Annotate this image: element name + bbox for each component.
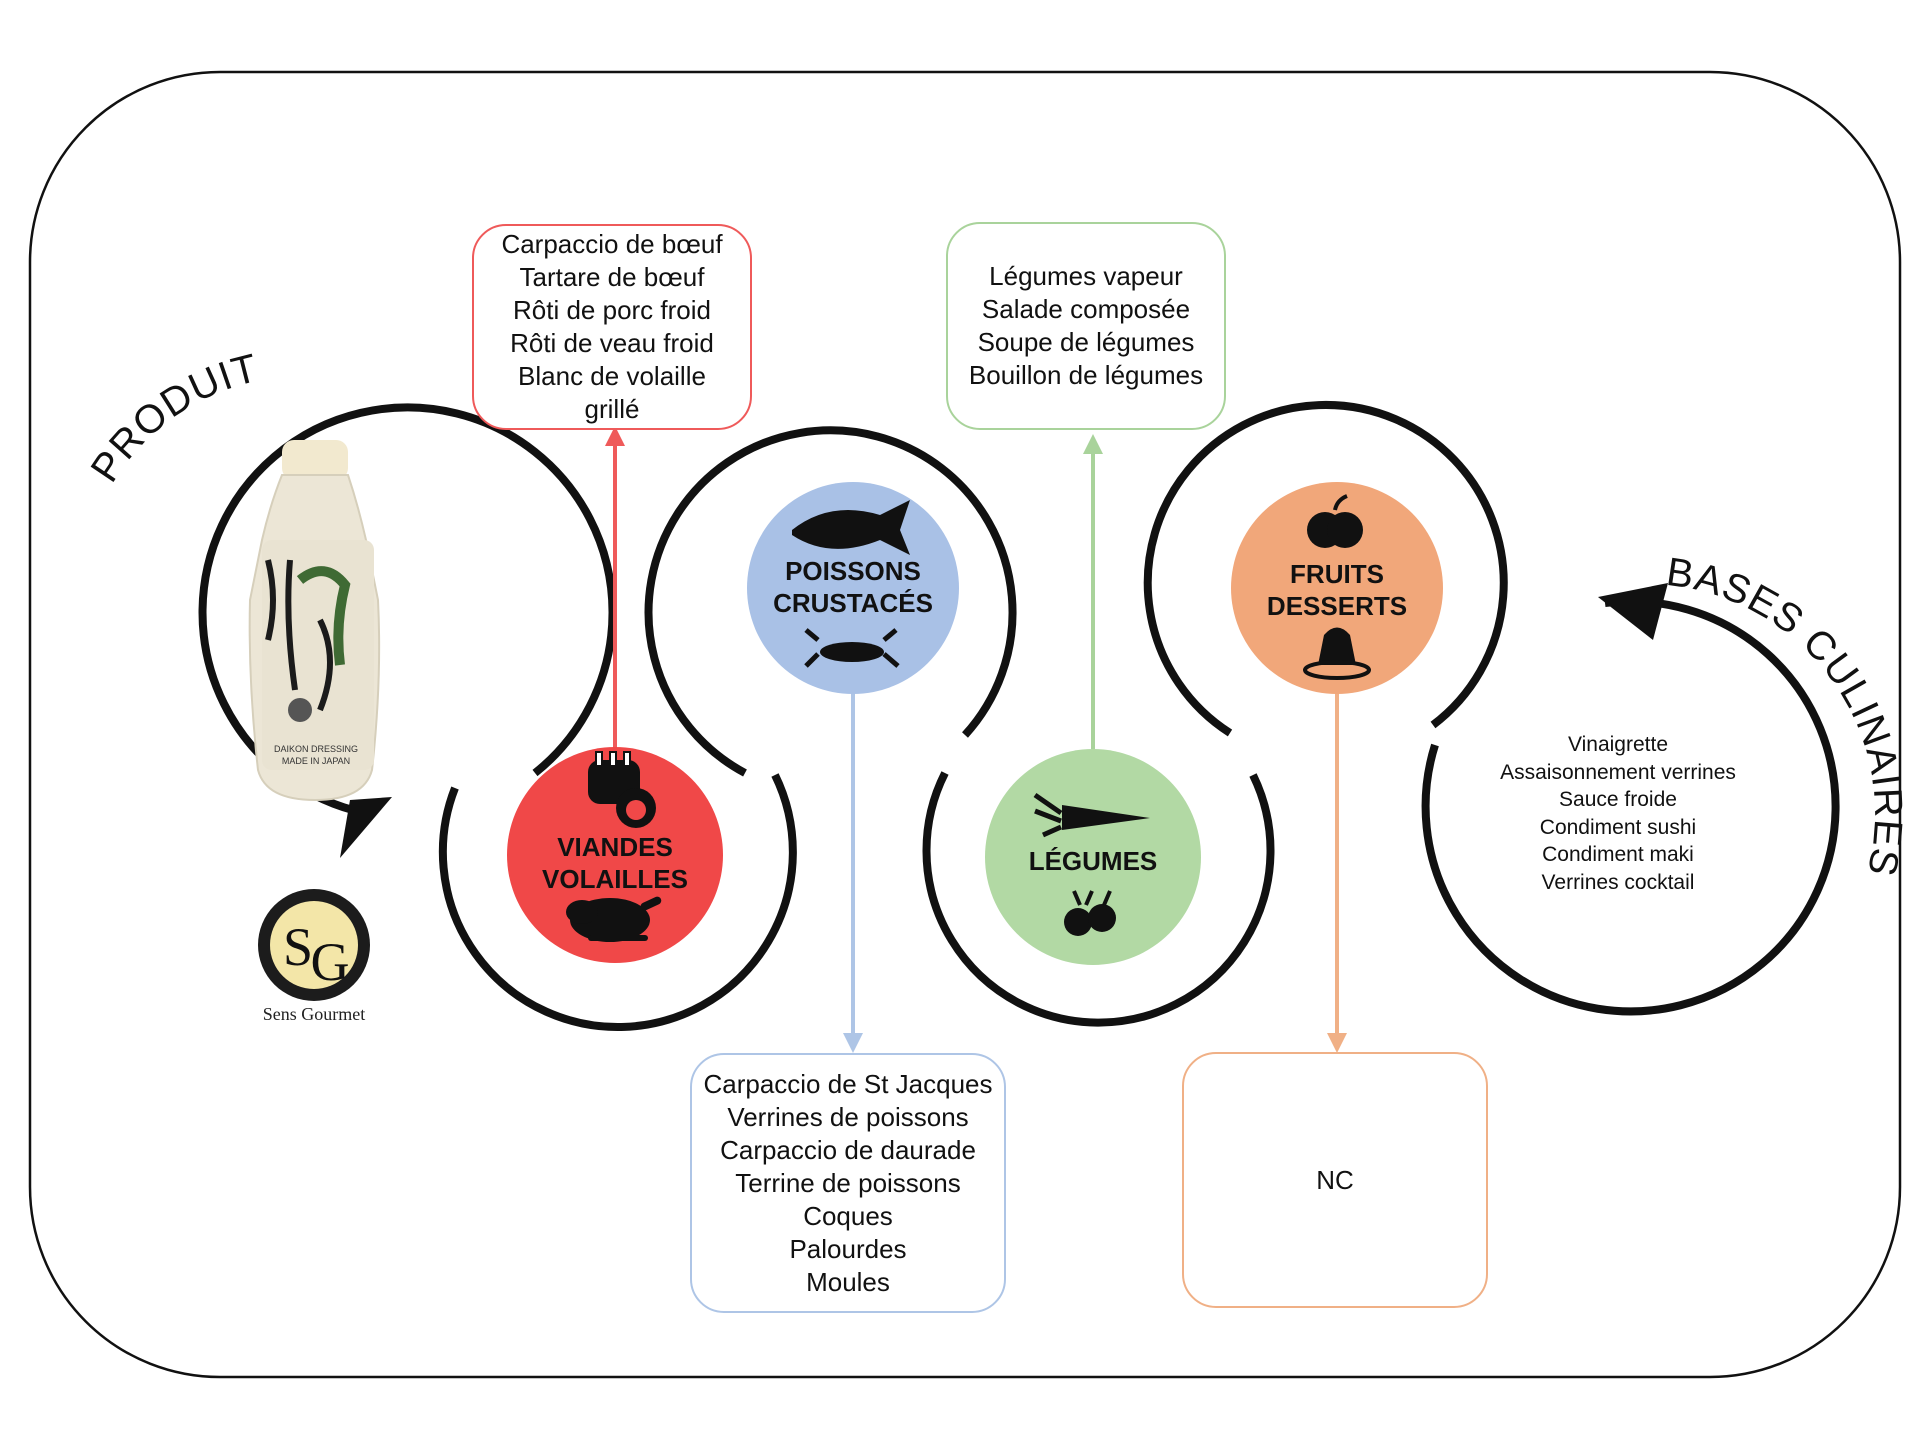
- viandes-label-2: VOLAILLES: [542, 864, 688, 894]
- bases-item: Verrines cocktail: [1541, 870, 1695, 894]
- svg-text:DAIKON DRESSING: DAIKON DRESSING: [274, 744, 358, 754]
- box-line: Coques: [803, 1200, 893, 1231]
- bases-item: Sauce froide: [1559, 788, 1677, 811]
- connector-arrows: [605, 426, 1347, 1053]
- fish-icon: [792, 500, 910, 555]
- radish-icon: [1064, 890, 1116, 936]
- bases-item: Vinaigrette: [1567, 733, 1669, 756]
- box-line: Rôti de veau froid: [510, 328, 714, 358]
- fruits-label-1: FRUITS: [1290, 559, 1384, 589]
- meat-icon: [588, 751, 656, 828]
- svg-text:G: G: [311, 932, 350, 992]
- carrot-icon: [1033, 792, 1150, 838]
- poissons-label-1: POISSONS: [785, 556, 921, 586]
- outer-frame: [28, 70, 1902, 1379]
- produit-circle: [198, 403, 617, 817]
- apple-icon: [1307, 494, 1363, 548]
- fruits-box: NC: [1182, 1052, 1488, 1308]
- viandes-label-1: VIANDES: [557, 832, 673, 862]
- circle-poissons: [644, 426, 1017, 777]
- box-line: Terrine de poissons: [735, 1167, 961, 1198]
- circle-bases: [1421, 597, 1840, 1016]
- produit-arrow-head: [340, 797, 392, 858]
- roast-chicken-icon: [566, 896, 662, 942]
- box-line: Légumes vapeur: [989, 261, 1183, 291]
- svg-text:S: S: [283, 917, 313, 977]
- box-line: Tartare de bœuf: [519, 262, 705, 292]
- box-line: Rôti de porc froid: [513, 295, 711, 325]
- bases-culinaires-list: Vinaigrette Assaisonnement verrines Sauc…: [1480, 731, 1756, 896]
- box-line: Soupe de légumes: [977, 327, 1195, 357]
- category-legumes: LÉGUMES: [985, 749, 1201, 965]
- product-bottle-image: DAIKON DRESSING MADE IN JAPAN: [248, 440, 381, 802]
- pudding-icon: [1303, 627, 1371, 680]
- bases-item: Condiment sushi: [1539, 815, 1697, 839]
- svg-text:MADE IN JAPAN: MADE IN JAPAN: [282, 756, 350, 766]
- lobster-icon: [804, 628, 900, 668]
- produit-label: PRODUIT: [83, 346, 263, 490]
- box-line: Carpaccio de daurade: [720, 1134, 976, 1165]
- bases-item: Assaisonnement verrines: [1500, 760, 1736, 784]
- box-line: Verrines de poissons: [727, 1101, 969, 1132]
- category-fruits: FRUITS DESSERTS: [1231, 482, 1443, 694]
- sens-gourmet-logo: S G Sens Gourmet: [258, 889, 370, 1024]
- viandes-box: Carpaccio de bœuf Tartare de bœuf Rôti d…: [472, 224, 752, 430]
- category-poissons: POISSONS CRUSTACÉS: [747, 482, 959, 694]
- legumes-box: Légumes vapeur Salade composée Soupe de …: [946, 222, 1226, 430]
- flow-circles: [198, 400, 1840, 1031]
- bases-arrow-head: [1598, 583, 1668, 640]
- circle-fruits: [1143, 400, 1508, 737]
- box-line: grillé: [584, 394, 640, 424]
- brand-name: Sens Gourmet: [263, 1004, 366, 1024]
- legumes-label: LÉGUMES: [1029, 846, 1158, 876]
- circle-legumes: [922, 771, 1275, 1027]
- box-line: Salade composée: [981, 294, 1191, 324]
- poissons-label-2: CRUSTACÉS: [773, 588, 933, 618]
- box-line: Bouillon de légumes: [968, 360, 1204, 390]
- box-line: Carpaccio de bœuf: [501, 229, 723, 259]
- box-line: Carpaccio de St Jacques: [703, 1068, 993, 1099]
- box-line: Moules: [806, 1266, 890, 1297]
- box-line: NC: [1316, 1164, 1354, 1195]
- circle-viandes: [438, 773, 797, 1031]
- box-line: Blanc de volaille: [518, 361, 706, 391]
- bases-item: Condiment maki: [1542, 843, 1694, 866]
- poissons-box: Carpaccio de St Jacques Verrines de pois…: [690, 1053, 1006, 1313]
- fruits-label-2: DESSERTS: [1267, 591, 1407, 621]
- category-viandes: VIANDES VOLAILLES: [507, 747, 723, 963]
- box-line: Palourdes: [789, 1233, 907, 1264]
